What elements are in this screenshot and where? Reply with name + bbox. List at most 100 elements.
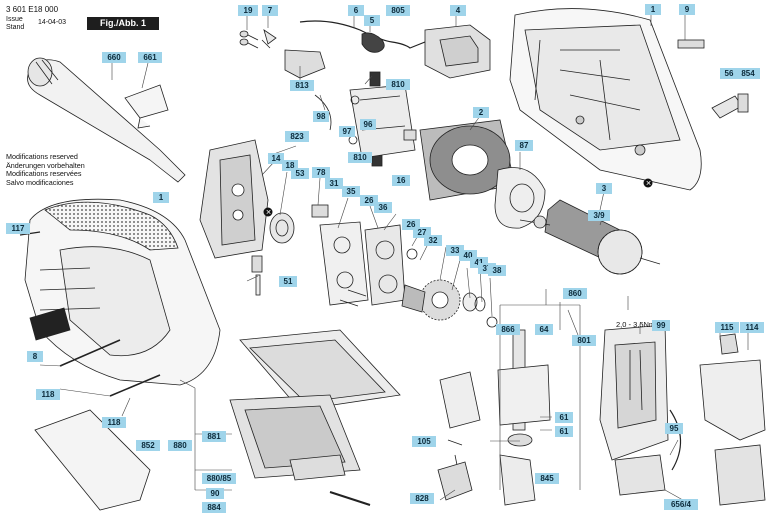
part-label[interactable]: 6 [348,5,364,16]
part-label[interactable]: 26 [360,195,378,206]
part-label[interactable]: 810 [386,79,410,90]
part-label[interactable]: 35 [342,186,360,197]
part-label[interactable]: 87 [515,140,533,151]
part-label[interactable]: 14 [268,153,284,164]
part-label[interactable]: 3 [596,183,612,194]
issue-date: 14-04-03 [38,19,67,26]
part-label[interactable]: 801 [572,335,596,346]
part-label[interactable]: 41 [470,257,488,268]
svg-text:✕: ✕ [646,180,652,188]
nameplate-icon [29,307,71,341]
torque-spec: 2,0 - 3,5Nm [616,320,656,329]
part-label[interactable]: 56 [720,68,738,79]
part-label[interactable]: 656/4 [664,499,698,510]
part-label[interactable]: 828 [410,493,434,504]
part-label[interactable]: 660 [102,52,126,63]
note-line: Modifications reservées [6,169,82,179]
part-label[interactable]: 26 [402,219,420,230]
gear-plate-icon [319,221,369,306]
modification-notes: Modifications reserved Änderungen vorbeh… [6,152,85,187]
part-label[interactable]: 823 [285,131,309,142]
figure-title: Fig./Abb. 1 [87,17,159,30]
guide-block-icon [364,224,406,306]
assembly-marker-icons: ✕ ✕ [263,178,653,217]
part-label[interactable]: 880/85 [202,473,236,484]
part-label[interactable]: 860 [563,288,587,299]
part-label[interactable]: 1 [153,192,169,203]
part-label[interactable]: 61 [555,426,573,437]
part-label[interactable]: 31 [325,178,343,189]
part-label[interactable]: 1 [645,4,661,15]
label-plate-icon [677,39,705,49]
part-label[interactable]: 884 [202,502,226,513]
part-label[interactable]: 99 [652,320,670,331]
part-label[interactable]: 105 [412,436,436,447]
part-label[interactable]: 32 [424,235,442,246]
part-label[interactable]: 19 [238,5,258,16]
part-label[interactable]: 3/9 [588,210,610,221]
part-label[interactable]: 18 [282,160,298,171]
note-line: Salvo modificaciones [6,177,74,187]
part-label[interactable]: 115 [715,322,739,333]
stator-field-coil-icon [419,119,516,201]
gear-wheel-icon [401,279,461,321]
part-label[interactable]: 114 [740,322,764,333]
part-label[interactable]: 16 [392,175,410,186]
issue-label: Issue [6,16,23,23]
part-label[interactable]: 852 [136,440,160,451]
housing-left-half-icon [24,198,221,386]
part-label[interactable]: 95 [665,423,683,434]
part-label[interactable]: 5 [364,15,380,26]
part-label[interactable]: 854 [736,68,760,79]
part-label[interactable]: 90 [206,488,224,499]
part-label[interactable]: 96 [360,119,376,130]
part-label[interactable]: 881 [202,431,226,442]
light-module-icon [699,359,766,441]
document-number: 3 601 E18 000 [6,5,59,14]
part-label[interactable]: 805 [386,5,410,16]
part-label[interactable]: 64 [535,324,553,335]
part-label[interactable]: 37 [478,263,496,274]
part-label[interactable]: 845 [535,473,559,484]
note-line: Modifications reserved [6,152,78,161]
part-label[interactable]: 118 [36,389,60,400]
motor-housing-icon [199,139,269,259]
screw-icons [239,29,277,49]
part-label[interactable]: 8 [27,351,43,362]
part-label[interactable]: 61 [555,412,573,423]
part-label[interactable]: 2 [473,107,489,118]
stroke-rod-assembly-icon [439,329,551,506]
part-label[interactable]: 117 [6,223,30,234]
part-label[interactable]: 9 [679,4,695,15]
gear-housing-icon [599,324,669,496]
armature-icon [519,199,661,275]
part-label[interactable]: 51 [279,276,297,287]
part-label[interactable]: 813 [290,80,314,91]
part-label[interactable]: 810 [348,152,372,163]
housing-right-half-icon [509,8,702,191]
part-label[interactable]: 4 [450,5,466,16]
part-label[interactable]: 78 [312,167,330,178]
part-label[interactable]: 97 [339,126,355,137]
part-label[interactable]: 27 [413,227,431,238]
power-cable-icon [299,20,431,53]
note-line: Änderungen vorbehalten [6,160,85,170]
part-label[interactable]: 40 [459,250,477,261]
part-label[interactable]: 118 [102,417,126,428]
part-label[interactable]: 7 [262,5,278,16]
part-label[interactable]: 53 [291,168,309,179]
part-label[interactable]: 33 [446,245,464,256]
dust-extraction-nozzle-icon [27,57,186,183]
part-label[interactable]: 661 [138,52,162,63]
part-label[interactable]: 38 [488,265,506,276]
dust-clip-icon [124,84,169,129]
part-label[interactable]: 880 [168,440,192,451]
part-label[interactable]: 866 [496,324,520,335]
part-label[interactable]: 36 [374,202,392,213]
stand-label: Stand [6,24,25,31]
part-label[interactable]: 98 [313,111,329,122]
anti-splinter-insert-icon [34,409,151,511]
svg-text:✕: ✕ [266,209,272,217]
